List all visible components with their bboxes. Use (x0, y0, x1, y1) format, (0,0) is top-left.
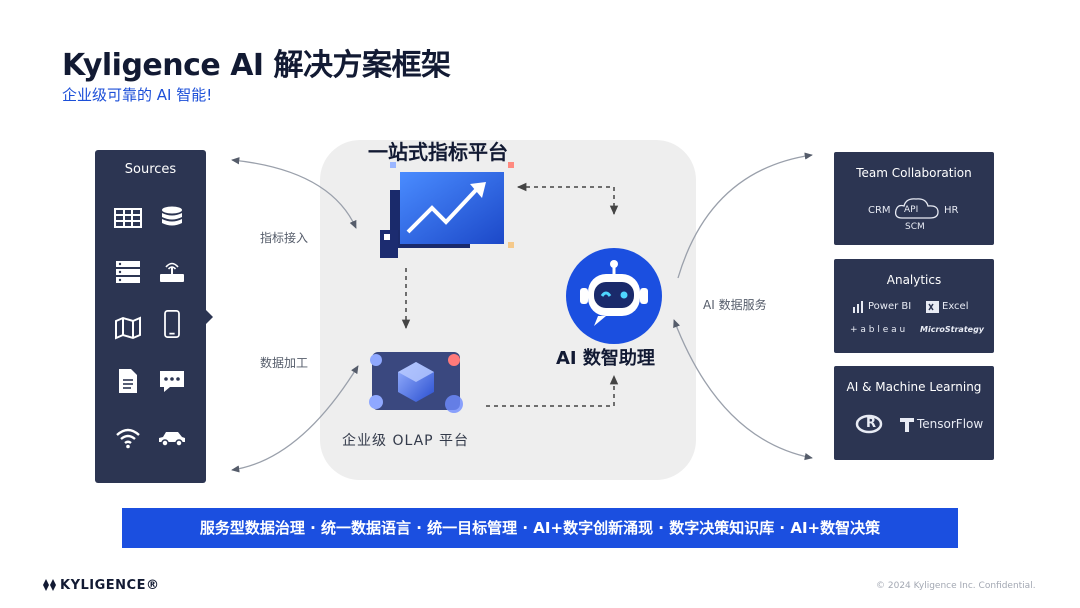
database-icon (162, 206, 182, 226)
car-icon (159, 432, 185, 447)
ai-assistant-label: AI 数智助理 (556, 348, 655, 369)
metric-platform-title: 一站式指标平台 (368, 140, 508, 164)
excel-label: Excel (942, 301, 969, 312)
metric-ingest-curve (231, 157, 357, 229)
api-label: API (904, 205, 919, 215)
map-icon (115, 316, 141, 340)
scm-label: SCM (905, 222, 925, 232)
crm-label: CRM (868, 205, 891, 216)
table-icon (114, 208, 142, 228)
ai-ml-card: AI & Machine Learning R TensorFlow (834, 366, 994, 460)
sources-title: Sources (124, 162, 177, 177)
sources-pointer (206, 310, 213, 324)
data-processing-curve (231, 365, 359, 473)
r-logo-icon (855, 414, 883, 434)
ai-service-curve-bottom (673, 319, 813, 461)
excel-icon (926, 301, 939, 313)
router-icon (160, 262, 184, 282)
olap-cube-icon (369, 352, 463, 413)
metric-ingest-label: 指标接入 (260, 231, 309, 245)
wifi-icon (116, 428, 140, 449)
microstrategy-label: MicroStrategy (920, 325, 985, 334)
copyright-text: © 2024 Kyligence Inc. Confidential. (876, 581, 1036, 591)
document-icon (119, 369, 137, 393)
dashed-platform-to-ai (516, 182, 619, 216)
power-bi-icon (853, 301, 863, 313)
tensorflow-label: TensorFlow (917, 417, 984, 431)
team-collaboration-card: Team Collaboration CRM API HR SCM (834, 152, 994, 245)
team-collaboration-title: Team Collaboration (856, 166, 972, 180)
sources-panel: Sources (95, 150, 213, 483)
dashed-olap-to-ai (486, 374, 619, 407)
capabilities-banner: 服务型数据治理 · 统一数据语言 · 统一目标管理 · AI+数字创新涌现 · … (122, 508, 958, 548)
page-subtitle: 企业级可靠的 AI 智能! (62, 86, 213, 104)
kyligence-logo-icon (43, 579, 56, 591)
analytics-title: Analytics (886, 273, 942, 287)
r-label: R (866, 416, 877, 431)
ai-service-curve-top (677, 152, 813, 279)
server-icon (116, 261, 140, 283)
olap-platform-label: 企业级 OLAP 平台 (342, 433, 470, 449)
hr-label: HR (944, 205, 959, 216)
ai-data-service-label: AI 数据服务 (703, 298, 767, 312)
tableau-label: + a b l e a u (850, 325, 906, 335)
metric-chart-icon (380, 162, 514, 258)
data-processing-label: 数据加工 (260, 356, 309, 370)
mobile-icon (164, 310, 180, 338)
ai-ml-title: AI & Machine Learning (846, 380, 982, 394)
api-cloud-icon (894, 198, 939, 219)
power-bi-label: Power BI (868, 301, 912, 312)
chat-icon (160, 371, 184, 392)
analytics-card: Analytics Power BI Excel + a b l e a u M… (834, 259, 994, 353)
page-title: Kyligence AI 解决方案框架 (62, 48, 451, 83)
tensorflow-icon (900, 418, 914, 432)
ai-robot-icon (566, 248, 662, 344)
brand-wordmark: KYLIGENCE® (60, 578, 160, 593)
